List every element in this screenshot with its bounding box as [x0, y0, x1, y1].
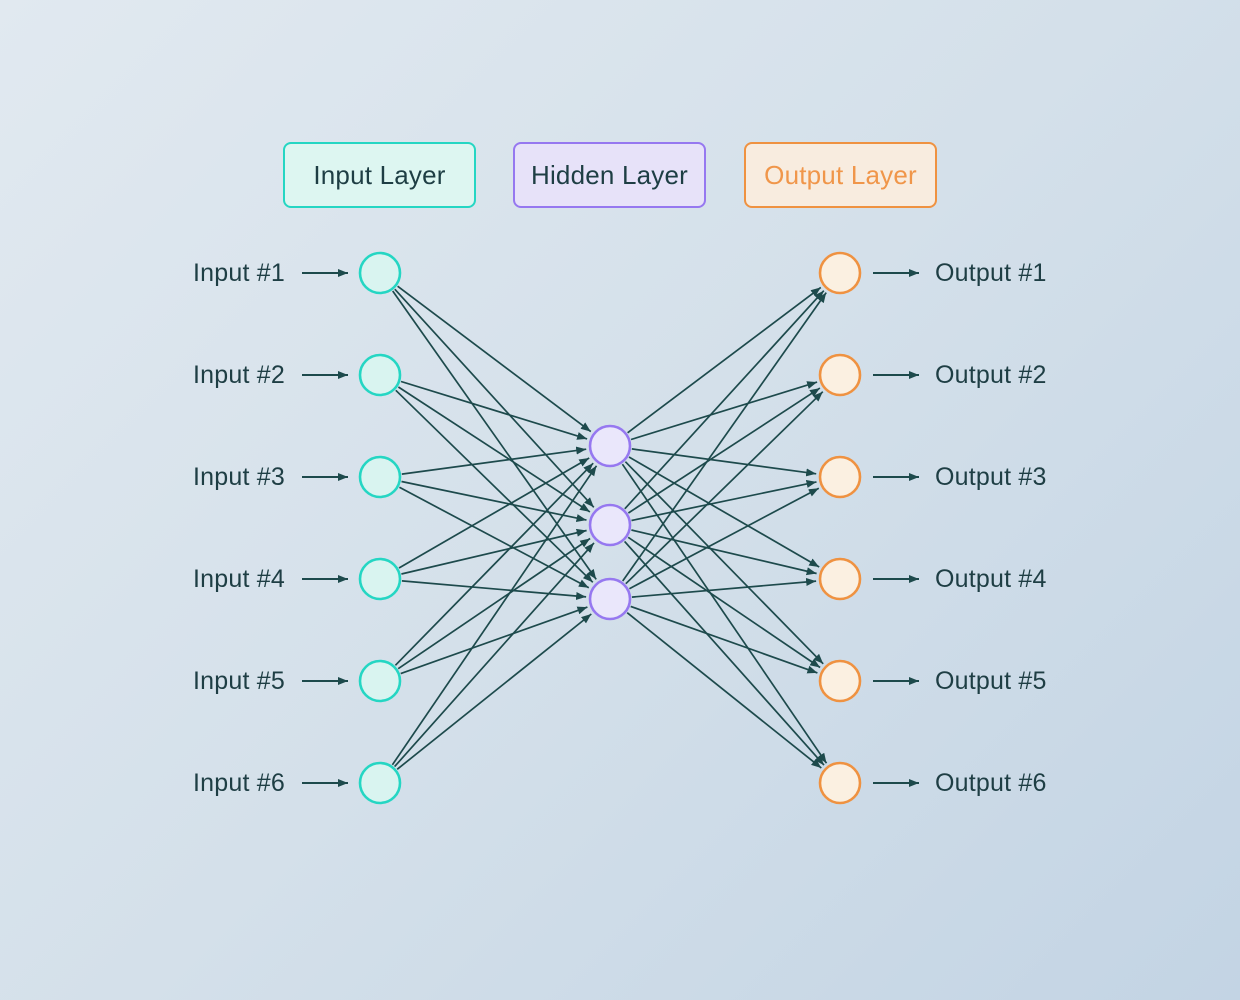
edge [623, 540, 825, 766]
legend-hidden-layer-label: Hidden Layer [530, 159, 689, 190]
input-label-2: Input #2 [193, 361, 285, 389]
input-label-1: Input #1 [193, 259, 285, 287]
input-node-3 [358, 455, 402, 499]
edge [630, 381, 818, 441]
input-label-5: Input #5 [193, 667, 285, 695]
output-node-1 [818, 251, 862, 295]
edge [624, 461, 824, 665]
input-label-4: Input #4 [193, 565, 285, 593]
edge [631, 529, 817, 576]
edge [624, 290, 825, 510]
output-label-1: Output #1 [935, 259, 1047, 287]
edge [626, 612, 822, 769]
edge [401, 480, 587, 522]
edge [629, 487, 820, 590]
hidden-node-3 [588, 577, 632, 621]
edge [401, 528, 587, 575]
legend-hidden-layer: Hidden Layer [513, 142, 706, 208]
output-node-6 [818, 761, 862, 805]
legend-input-layer: Input Layer [283, 142, 476, 208]
input-label-6: Input #6 [193, 769, 285, 797]
edge [630, 605, 818, 674]
edge [400, 380, 588, 440]
edge [621, 463, 828, 764]
edge [396, 613, 592, 770]
edge [399, 486, 590, 589]
edge [394, 462, 594, 666]
input-node-1 [358, 251, 402, 295]
edge [622, 292, 827, 582]
legend-input-layer-label: Input Layer [313, 159, 446, 190]
edge [627, 387, 821, 514]
edge [627, 286, 822, 434]
edge [401, 580, 587, 601]
legend-output-layer: Output Layer [744, 142, 937, 208]
hidden-node-2 [588, 503, 632, 547]
connection-edges [391, 285, 828, 770]
output-node-2 [818, 353, 862, 397]
edge [631, 448, 817, 477]
edge [395, 389, 594, 583]
output-node-5 [818, 659, 862, 703]
edge [397, 285, 592, 433]
label-arrows [302, 269, 919, 787]
edge [398, 457, 590, 569]
edge [393, 542, 595, 768]
hidden-node-1 [588, 424, 632, 468]
edge [391, 465, 598, 766]
edge [400, 606, 588, 675]
output-node-3 [818, 455, 862, 499]
input-label-3: Input #3 [193, 463, 285, 491]
edge [625, 391, 824, 585]
input-node-5 [358, 659, 402, 703]
edge [631, 577, 817, 598]
output-node-4 [818, 557, 862, 601]
output-label-3: Output #3 [935, 463, 1047, 491]
output-label-6: Output #6 [935, 769, 1047, 797]
edge [392, 290, 597, 580]
edge [401, 446, 587, 475]
output-label-2: Output #2 [935, 361, 1047, 389]
edge [627, 536, 821, 669]
input-node-2 [358, 353, 402, 397]
legend-output-layer-label: Output Layer [764, 159, 917, 190]
edge [394, 288, 595, 508]
network-nodes [358, 251, 862, 805]
output-label-4: Output #4 [935, 565, 1047, 593]
input-node-6 [358, 761, 402, 805]
edge [631, 480, 817, 522]
edge [397, 537, 591, 670]
input-node-4 [358, 557, 402, 601]
edge [397, 386, 591, 513]
edge [628, 456, 820, 568]
output-label-5: Output #5 [935, 667, 1047, 695]
